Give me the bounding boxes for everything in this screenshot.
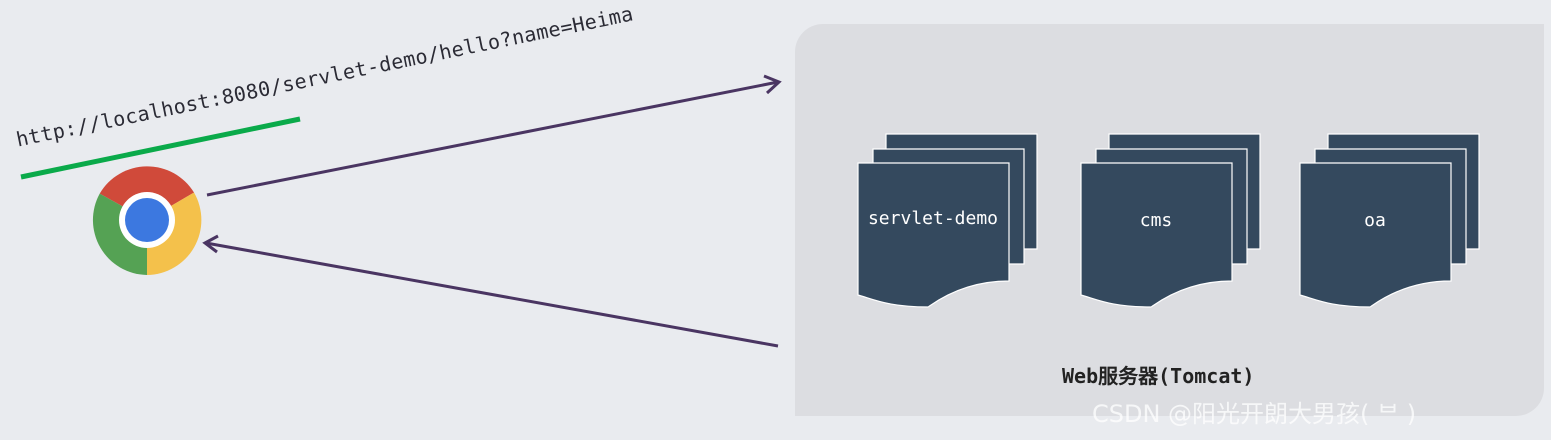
watermark: CSDN @阳光开朗大男孩( ᄇ )	[1092, 400, 1417, 428]
app-document-servlet-demo-layer-2	[857, 162, 1010, 308]
request-arrowhead	[763, 74, 782, 95]
app-label-servlet-demo: servlet-demo	[867, 208, 999, 229]
response-arrow	[205, 241, 779, 348]
app-document-oa-layer-2	[1299, 162, 1452, 308]
app-document-cms-layer-2	[1080, 162, 1233, 308]
server-label: Web服务器(Tomcat)	[1062, 364, 1255, 388]
request-arrow	[206, 80, 779, 197]
url-host-underline	[20, 116, 301, 180]
app-label-oa: oa	[1364, 210, 1386, 231]
app-label-cms: cms	[1139, 210, 1173, 231]
chrome-icon	[92, 166, 202, 275]
response-arrowhead	[202, 234, 219, 254]
